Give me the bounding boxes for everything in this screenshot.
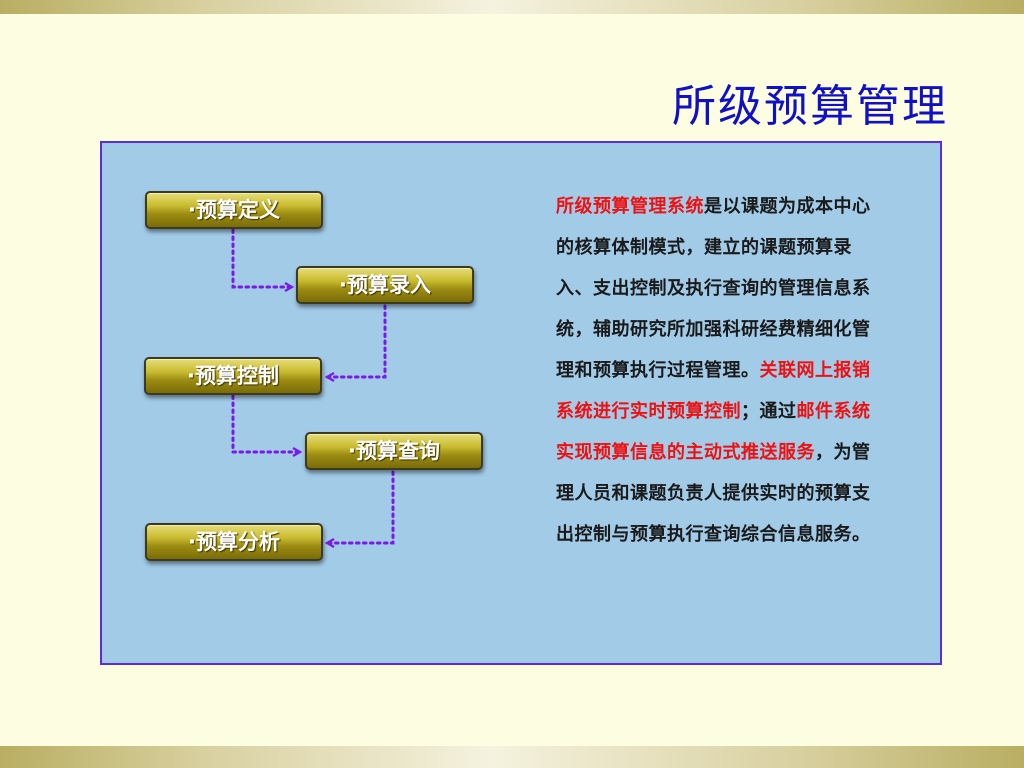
connector-query-to-analysis: [327, 470, 395, 543]
slide-title: 所级预算管理: [672, 81, 948, 132]
bottom-decorative-band: [0, 746, 1024, 768]
connector-define-to-entry: [231, 228, 292, 287]
description-text: 所级预算管理系统是以课题为成本中心的核算体制模式，建立的课题预算录入、支出控制及…: [556, 186, 880, 555]
description-segment: 所级预算管理系统: [556, 196, 704, 217]
budget-analysis-button[interactable]: ·预算分析: [145, 523, 323, 561]
connector-entry-to-control: [327, 304, 387, 377]
budget-definition-button[interactable]: ·预算定义: [145, 191, 323, 229]
budget-entry-button[interactable]: ·预算录入: [296, 266, 474, 304]
description-segment: 是以课题为成本中心的核算体制模式，建立的课题预算录入、支出控制及执行查询的管理信…: [556, 196, 871, 381]
description-segment: 关联网上报销系统进行实时预算控制: [556, 360, 871, 422]
description-segment: ；通过: [741, 401, 797, 422]
budget-control-button[interactable]: ·预算控制: [144, 357, 322, 395]
connector-control-to-query: [231, 394, 300, 452]
top-decorative-band: [0, 0, 1024, 14]
description-segment: ，为管理人员和课题负责人提供实时的预算支出控制与预算执行查询综合信息服务。: [556, 442, 871, 545]
description-segment: 邮件系统实现预算信息的主动式推送服务: [556, 401, 871, 463]
budget-query-button[interactable]: ·预算查询: [305, 432, 483, 470]
